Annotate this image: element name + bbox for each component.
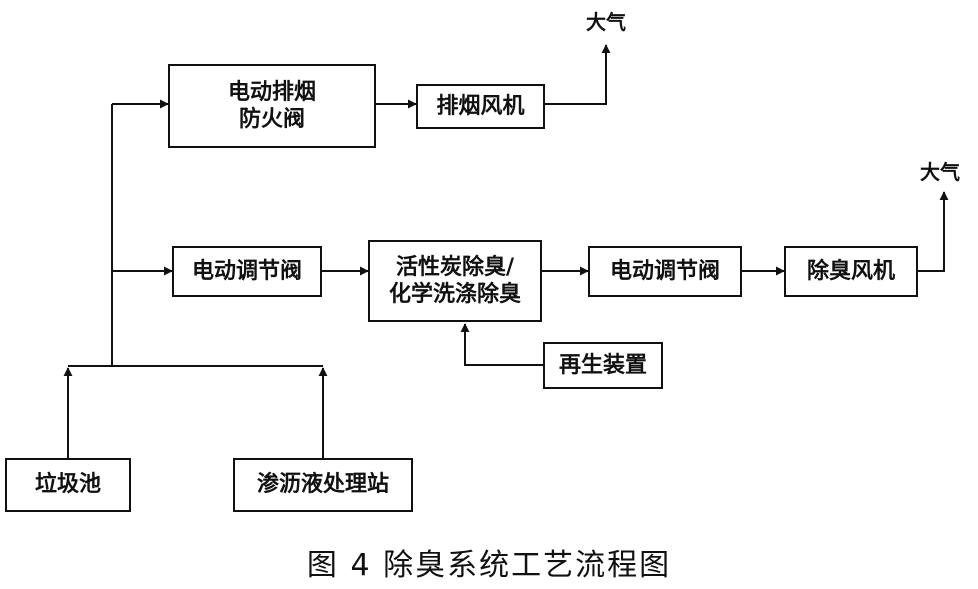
carbon-deodor-label: 活性炭除臭/ 化学洗涤除臭 — [388, 254, 521, 308]
reg-valve-1-label: 电动调节阀 — [191, 258, 302, 284]
leachate-station-label: 渗沥液处理站 — [256, 472, 389, 498]
reg-valve-1-box: 电动调节阀 — [172, 246, 322, 297]
reg-valve-2-label: 电动调节阀 — [609, 258, 720, 284]
deodor-fan-box: 除臭风机 — [784, 246, 918, 297]
deodor-fan-label: 除臭风机 — [806, 258, 895, 284]
carbon-deodor-box: 活性炭除臭/ 化学洗涤除臭 — [368, 240, 542, 322]
regen-label: 再生装置 — [558, 352, 647, 378]
fire-valve-label: 电动排烟 防火阀 — [227, 79, 316, 133]
garbage-pit-label: 垃圾池 — [34, 472, 101, 498]
atmosphere-label-2: 大气 — [920, 160, 960, 184]
exhaust-fan-box: 排烟风机 — [416, 84, 545, 129]
figure-caption: 图 4 除臭系统工艺流程图 — [306, 548, 672, 583]
atmosphere-label-1: 大气 — [586, 10, 626, 34]
fire-valve-box: 电动排烟 防火阀 — [168, 64, 376, 148]
arrow-exhaust-to-atmosphere — [545, 44, 611, 105]
leachate-station-box: 渗沥液处理站 — [233, 458, 413, 512]
arrow-regen-to-carbon — [460, 323, 543, 366]
reg-valve-2-box: 电动调节阀 — [588, 246, 742, 297]
garbage-pit-box: 垃圾池 — [5, 458, 131, 512]
arrow-deodor-to-atmosphere — [918, 191, 949, 272]
regen-box: 再生装置 — [543, 342, 663, 389]
exhaust-fan-label: 排烟风机 — [436, 93, 525, 119]
